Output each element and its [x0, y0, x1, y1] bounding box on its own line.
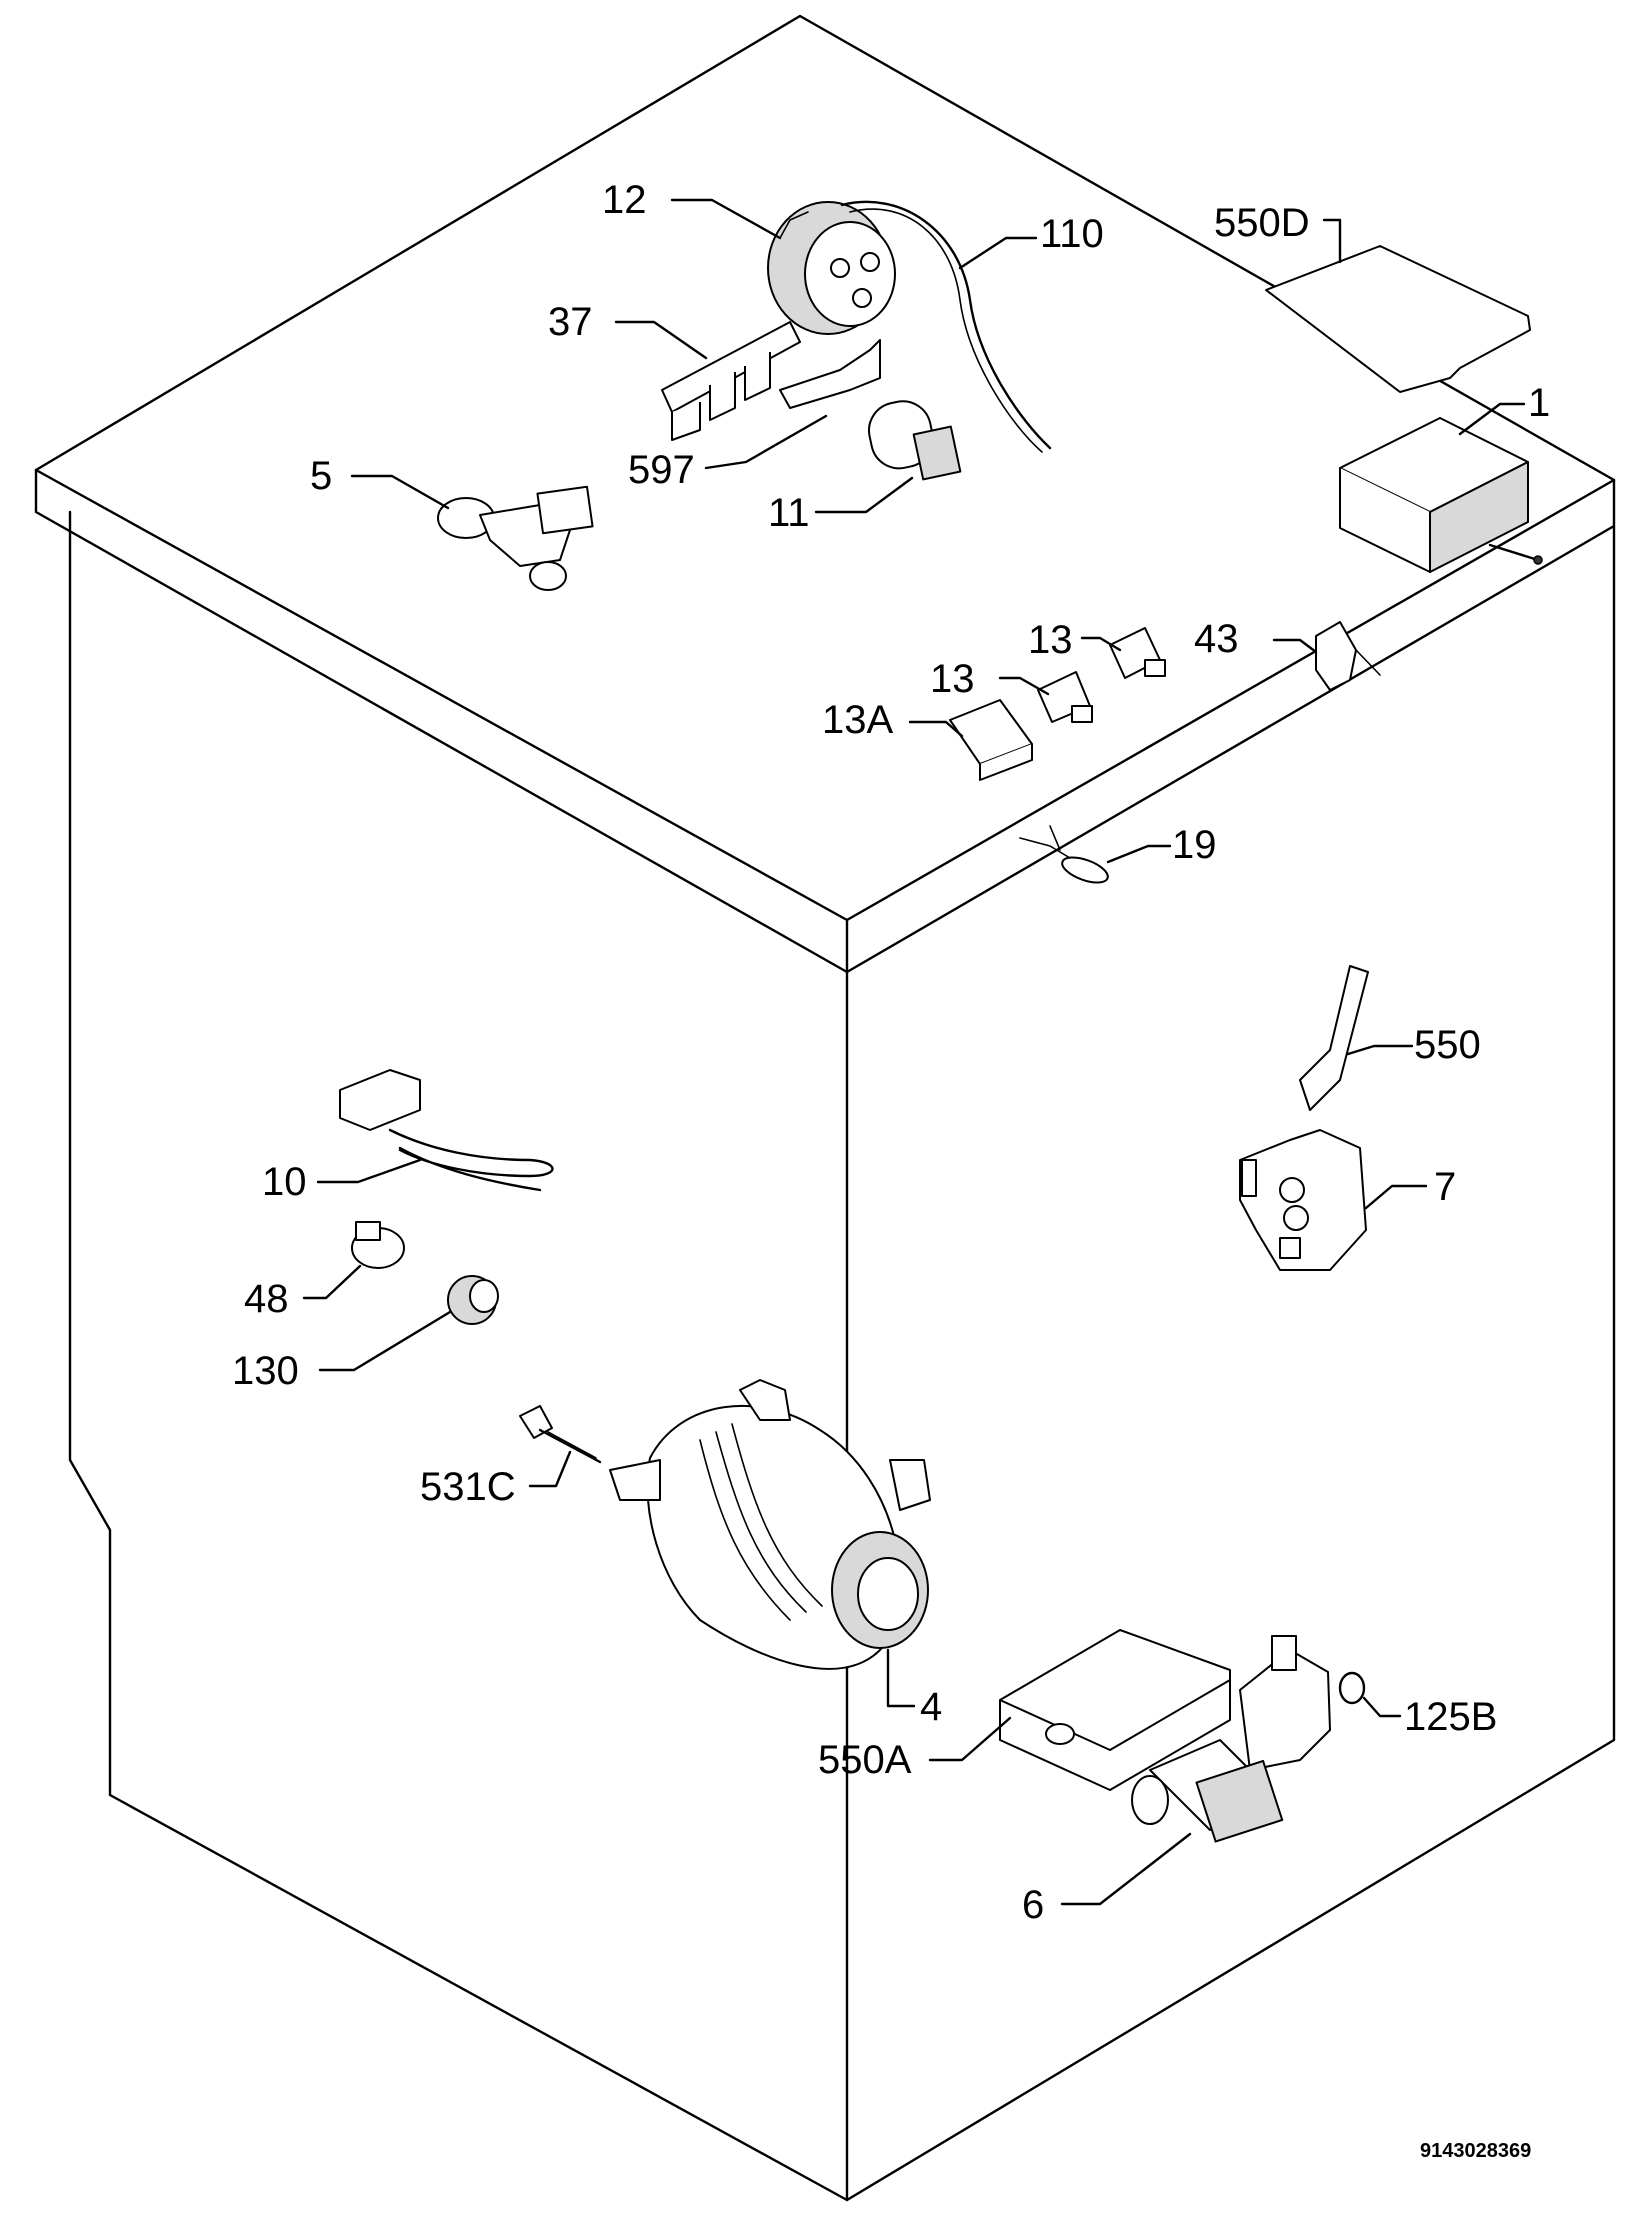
timer-part	[1339, 417, 1543, 573]
callout-1: 1	[1528, 381, 1550, 425]
push-switch-part-1	[1109, 627, 1166, 679]
callout-6: 6	[1022, 1883, 1044, 1927]
callout-13-upper: 13	[1028, 618, 1073, 662]
terminal-block-part	[661, 321, 801, 441]
ntc-sensor-part	[447, 1275, 499, 1325]
callout-13a: 13A	[822, 698, 893, 742]
callout-550d: 550D	[1214, 201, 1310, 245]
callout-597: 597	[628, 448, 695, 492]
pressure-hose-part	[840, 200, 1052, 450]
indicator-switch-part	[1315, 621, 1381, 691]
heating-element-part	[339, 1069, 554, 1192]
callout-48: 48	[244, 1277, 289, 1321]
callout-4: 4	[920, 1685, 942, 1729]
seal-ring-part	[1338, 1671, 1366, 1705]
callout-37: 37	[548, 300, 593, 344]
callout-550: 550	[1414, 1023, 1481, 1067]
inlet-valve-part	[437, 485, 594, 591]
clamp-part	[779, 339, 881, 409]
pilot-lamp-part	[1019, 825, 1109, 884]
callout-43: 43	[1194, 617, 1239, 661]
callout-531c: 531C	[420, 1465, 516, 1509]
pressure-switch-part	[767, 201, 896, 335]
callout-13-lower: 13	[930, 657, 975, 701]
callout-110: 110	[1040, 212, 1104, 256]
callout-10: 10	[262, 1160, 307, 1204]
callout-550a: 550A	[818, 1738, 912, 1782]
callout-12: 12	[602, 178, 647, 222]
callout-11: 11	[768, 491, 810, 535]
document-number: 9143028369	[1420, 2140, 1531, 2162]
callout-7: 7	[1434, 1165, 1456, 1209]
callout-125b: 125B	[1404, 1695, 1497, 1739]
multi-switch-part	[949, 699, 1033, 781]
leader-lines	[302, 198, 1526, 1906]
push-switch-part-2	[1037, 671, 1093, 723]
thermostat-part	[351, 1221, 405, 1269]
drain-pump-part	[1131, 1635, 1331, 1843]
callout-5: 5	[310, 454, 332, 498]
callout-19: 19	[1172, 823, 1217, 867]
door-interlock-part	[1239, 1129, 1367, 1271]
screw-part	[519, 1405, 602, 1464]
insulation-sheet-part	[1265, 245, 1531, 393]
capacitor-part	[868, 400, 962, 481]
motor-part	[609, 1379, 931, 1670]
wiring-arm-part	[1299, 965, 1369, 1111]
callout-130: 130	[232, 1349, 299, 1393]
cover-cap-part	[999, 1629, 1231, 1791]
